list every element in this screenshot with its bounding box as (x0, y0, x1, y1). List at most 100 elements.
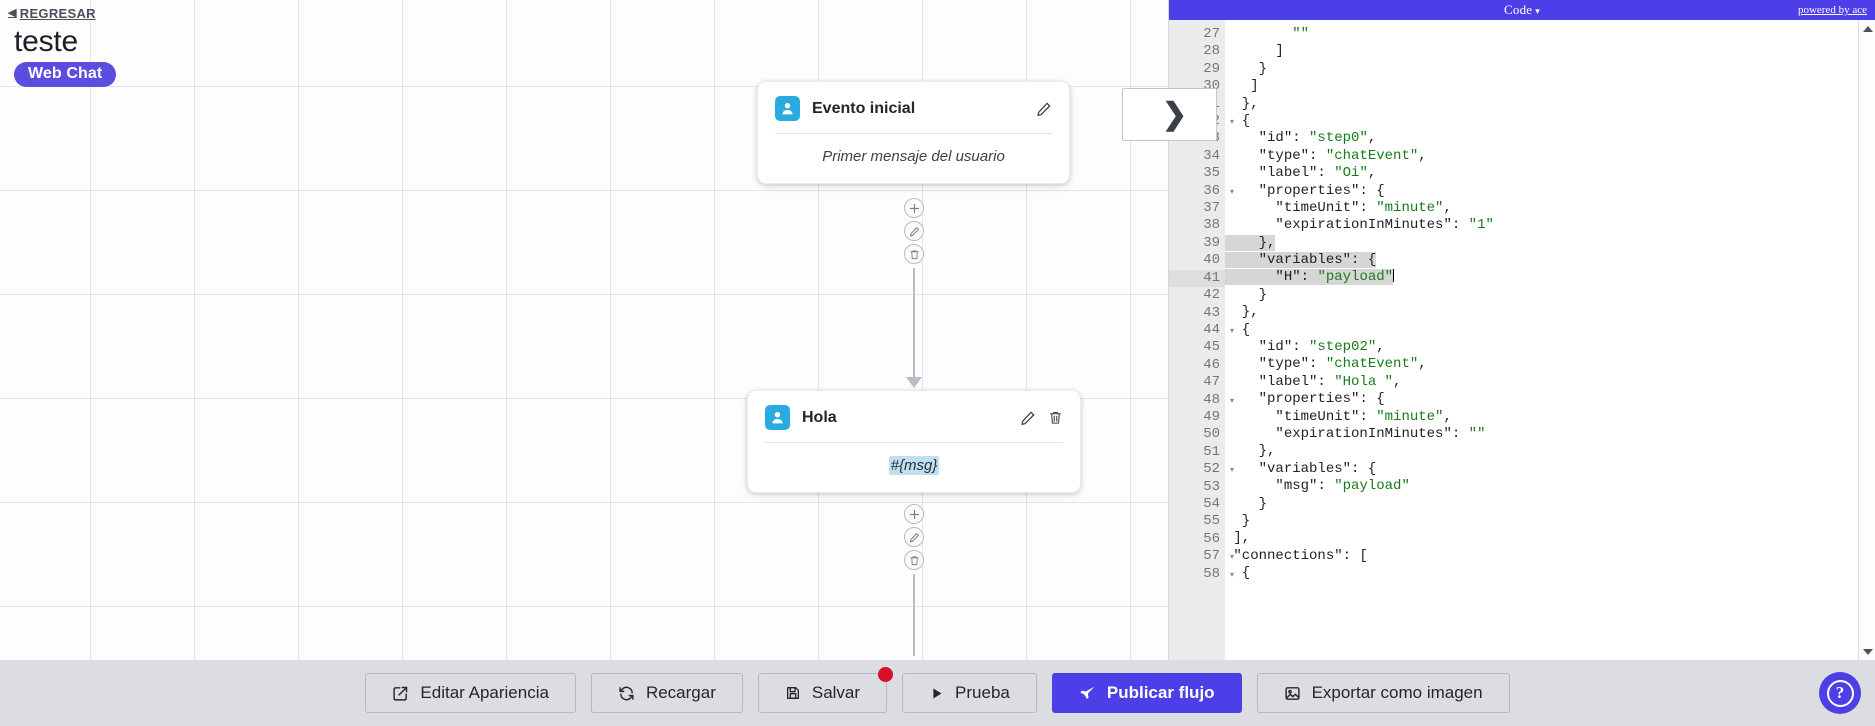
gutter-line-45[interactable]: 45 (1203, 339, 1220, 356)
fold-toggle-icon[interactable]: ▾ (1229, 553, 1234, 563)
code-line-37[interactable]: "timeUnit": "minute", (1275, 199, 1452, 216)
code-line-27[interactable]: "" (1292, 26, 1310, 42)
collapse-panel-button[interactable]: ❯ (1122, 88, 1217, 141)
scroll-down-icon[interactable] (1859, 643, 1875, 660)
code-line-45[interactable]: "id": "step02", (1258, 339, 1385, 356)
code-line-36[interactable]: "properties": { (1258, 182, 1385, 199)
code-line-43[interactable]: }, (1225, 304, 1259, 321)
gutter-line-29[interactable]: 29 (1203, 60, 1220, 77)
toolbar-button-recargar[interactable]: Recargar (590, 673, 743, 713)
code-panel-title[interactable]: Code▾ (1169, 2, 1875, 18)
gutter-line-47[interactable]: 47 (1203, 374, 1220, 391)
gutter-line-42[interactable]: 42 (1203, 287, 1220, 304)
code-line-58[interactable]: { (1225, 565, 1251, 582)
gutter-line-39[interactable]: 39 (1203, 234, 1220, 251)
toolbar-button-label: Exportar como imagen (1311, 683, 1483, 702)
code-line-51[interactable]: }, (1225, 443, 1276, 460)
gutter-line-43[interactable]: 43 (1203, 304, 1220, 321)
code-line-30[interactable]: ] (1225, 78, 1259, 95)
scroll-up-icon[interactable] (1859, 20, 1875, 37)
fold-toggle-icon[interactable]: ▾ (1229, 187, 1234, 197)
add-icon[interactable] (904, 198, 924, 218)
flow-edge (913, 268, 915, 382)
flow-node-hola[interactable]: Hola #{msg} (747, 390, 1081, 493)
toolbar-button-prueba[interactable]: Prueba (902, 673, 1037, 713)
code-line-33[interactable]: "id": "step0", (1258, 130, 1377, 147)
gutter-line-40[interactable]: 40▾ (1169, 252, 1234, 269)
flow-node-evento-inicial[interactable]: Evento inicial Primer mensaje del usuari… (757, 81, 1070, 184)
toolbar-button-publicar-flujo[interactable]: Publicar flujo (1051, 673, 1242, 713)
fold-toggle-icon[interactable]: ▾ (1229, 396, 1234, 406)
trash-icon[interactable] (1048, 410, 1063, 425)
code-line-46[interactable]: "type": "chatEvent", (1258, 356, 1427, 373)
gutter-line-46[interactable]: 46 (1203, 356, 1220, 373)
gutter-line-36[interactable]: 36▾ (1169, 183, 1234, 200)
code-line-34[interactable]: "type": "chatEvent", (1258, 147, 1427, 164)
code-line-47[interactable]: "label": "Hola ", (1258, 373, 1402, 390)
gutter-line-35[interactable]: 35 (1203, 165, 1220, 182)
code-line-44[interactable]: { (1225, 321, 1251, 338)
code-line-38[interactable]: "expirationInMinutes": "1" (1275, 217, 1494, 234)
gutter-line-41[interactable]: 41 (1169, 269, 1225, 288)
code-line-28[interactable]: ] (1225, 43, 1284, 60)
gutter-line-27[interactable]: 27 (1203, 26, 1220, 42)
code-line-31[interactable]: }, (1225, 95, 1259, 112)
code-line-50[interactable]: "expirationInMinutes": "" (1275, 425, 1486, 442)
edit-icon[interactable] (904, 527, 924, 547)
gutter-line-52[interactable]: 52▾ (1169, 461, 1234, 478)
toolbar-button-salvar[interactable]: Salvar (757, 667, 894, 713)
code-line-29[interactable]: } (1225, 60, 1268, 77)
code-line-52[interactable]: "variables": { (1258, 460, 1377, 477)
code-line-56[interactable]: ], (1225, 530, 1251, 547)
gutter-line-57[interactable]: 57▾ (1169, 548, 1234, 565)
code-line-48[interactable]: "properties": { (1258, 391, 1385, 408)
chevron-left-icon: ◀ (8, 7, 17, 19)
node-divider (775, 133, 1052, 134)
code-line-49[interactable]: "timeUnit": "minute", (1275, 408, 1452, 425)
add-icon[interactable] (904, 504, 924, 524)
flow-canvas[interactable]: ◀ REGRESAR teste Web Chat Evento inicial (0, 0, 1168, 660)
gutter-line-34[interactable]: 34 (1203, 147, 1220, 164)
toolbar-button-exportar-como-imagen[interactable]: Exportar como imagen (1256, 673, 1510, 713)
gutter-line-55[interactable]: 55 (1203, 513, 1220, 530)
code-editor[interactable]: 272829303132▾33343536▾37383940▾41424344▾… (1169, 20, 1875, 660)
edit-icon[interactable] (1020, 410, 1036, 426)
fold-toggle-icon[interactable]: ▾ (1229, 118, 1234, 128)
gutter-line-38[interactable]: 38 (1203, 217, 1220, 234)
code-line-41[interactable]: "H": "payload" (1225, 269, 1875, 286)
gutter-line-50[interactable]: 50 (1203, 426, 1220, 443)
toolbar-button-editar-apariencia[interactable]: Editar Apariencia (365, 673, 576, 713)
back-link[interactable]: ◀ REGRESAR (8, 6, 96, 21)
code-line-54[interactable]: } (1225, 495, 1268, 512)
gutter-line-56[interactable]: 56 (1203, 530, 1220, 547)
code-line-35[interactable]: "label": "Oi", (1258, 165, 1377, 182)
chevron-down-icon: ▾ (1535, 6, 1540, 16)
gutter-line-37[interactable]: 37 (1203, 200, 1220, 217)
gutter-line-48[interactable]: 48▾ (1169, 392, 1234, 409)
fold-toggle-icon[interactable]: ▾ (1229, 326, 1234, 336)
code-line-40[interactable]: "variables": { (1225, 252, 1875, 269)
gutter-line-44[interactable]: 44▾ (1169, 322, 1234, 339)
trash-icon[interactable] (904, 244, 924, 264)
code-line-53[interactable]: "msg": "payload" (1275, 478, 1410, 495)
gutter-line-28[interactable]: 28 (1203, 43, 1220, 60)
edit-icon[interactable] (904, 221, 924, 241)
code-line-39[interactable]: }, (1225, 234, 1276, 251)
fold-toggle-icon[interactable]: ▾ (1229, 466, 1234, 476)
trash-icon[interactable] (904, 550, 924, 570)
editor-scrollbar[interactable] (1858, 20, 1875, 660)
fold-toggle-icon[interactable]: ▾ (1229, 570, 1234, 580)
help-button[interactable]: ? (1819, 672, 1861, 714)
gutter-line-49[interactable]: 49 (1203, 408, 1220, 425)
editor-code-area[interactable]: "" ] } ] }, { "id": "step0", "type": "ch… (1225, 20, 1875, 660)
code-line-32[interactable]: { (1225, 112, 1251, 129)
gutter-line-54[interactable]: 54 (1203, 495, 1220, 512)
gutter-line-53[interactable]: 53 (1203, 478, 1220, 495)
gutter-line-51[interactable]: 51 (1203, 443, 1220, 460)
powered-by-link[interactable]: powered by ace (1797, 4, 1867, 16)
gutter-line-58[interactable]: 58▾ (1169, 566, 1234, 583)
code-line-57[interactable]: "connections": [ (1233, 547, 1368, 564)
code-line-42[interactable]: } (1225, 286, 1268, 303)
edit-icon[interactable] (1036, 101, 1052, 117)
code-line-55[interactable]: } (1225, 512, 1251, 529)
